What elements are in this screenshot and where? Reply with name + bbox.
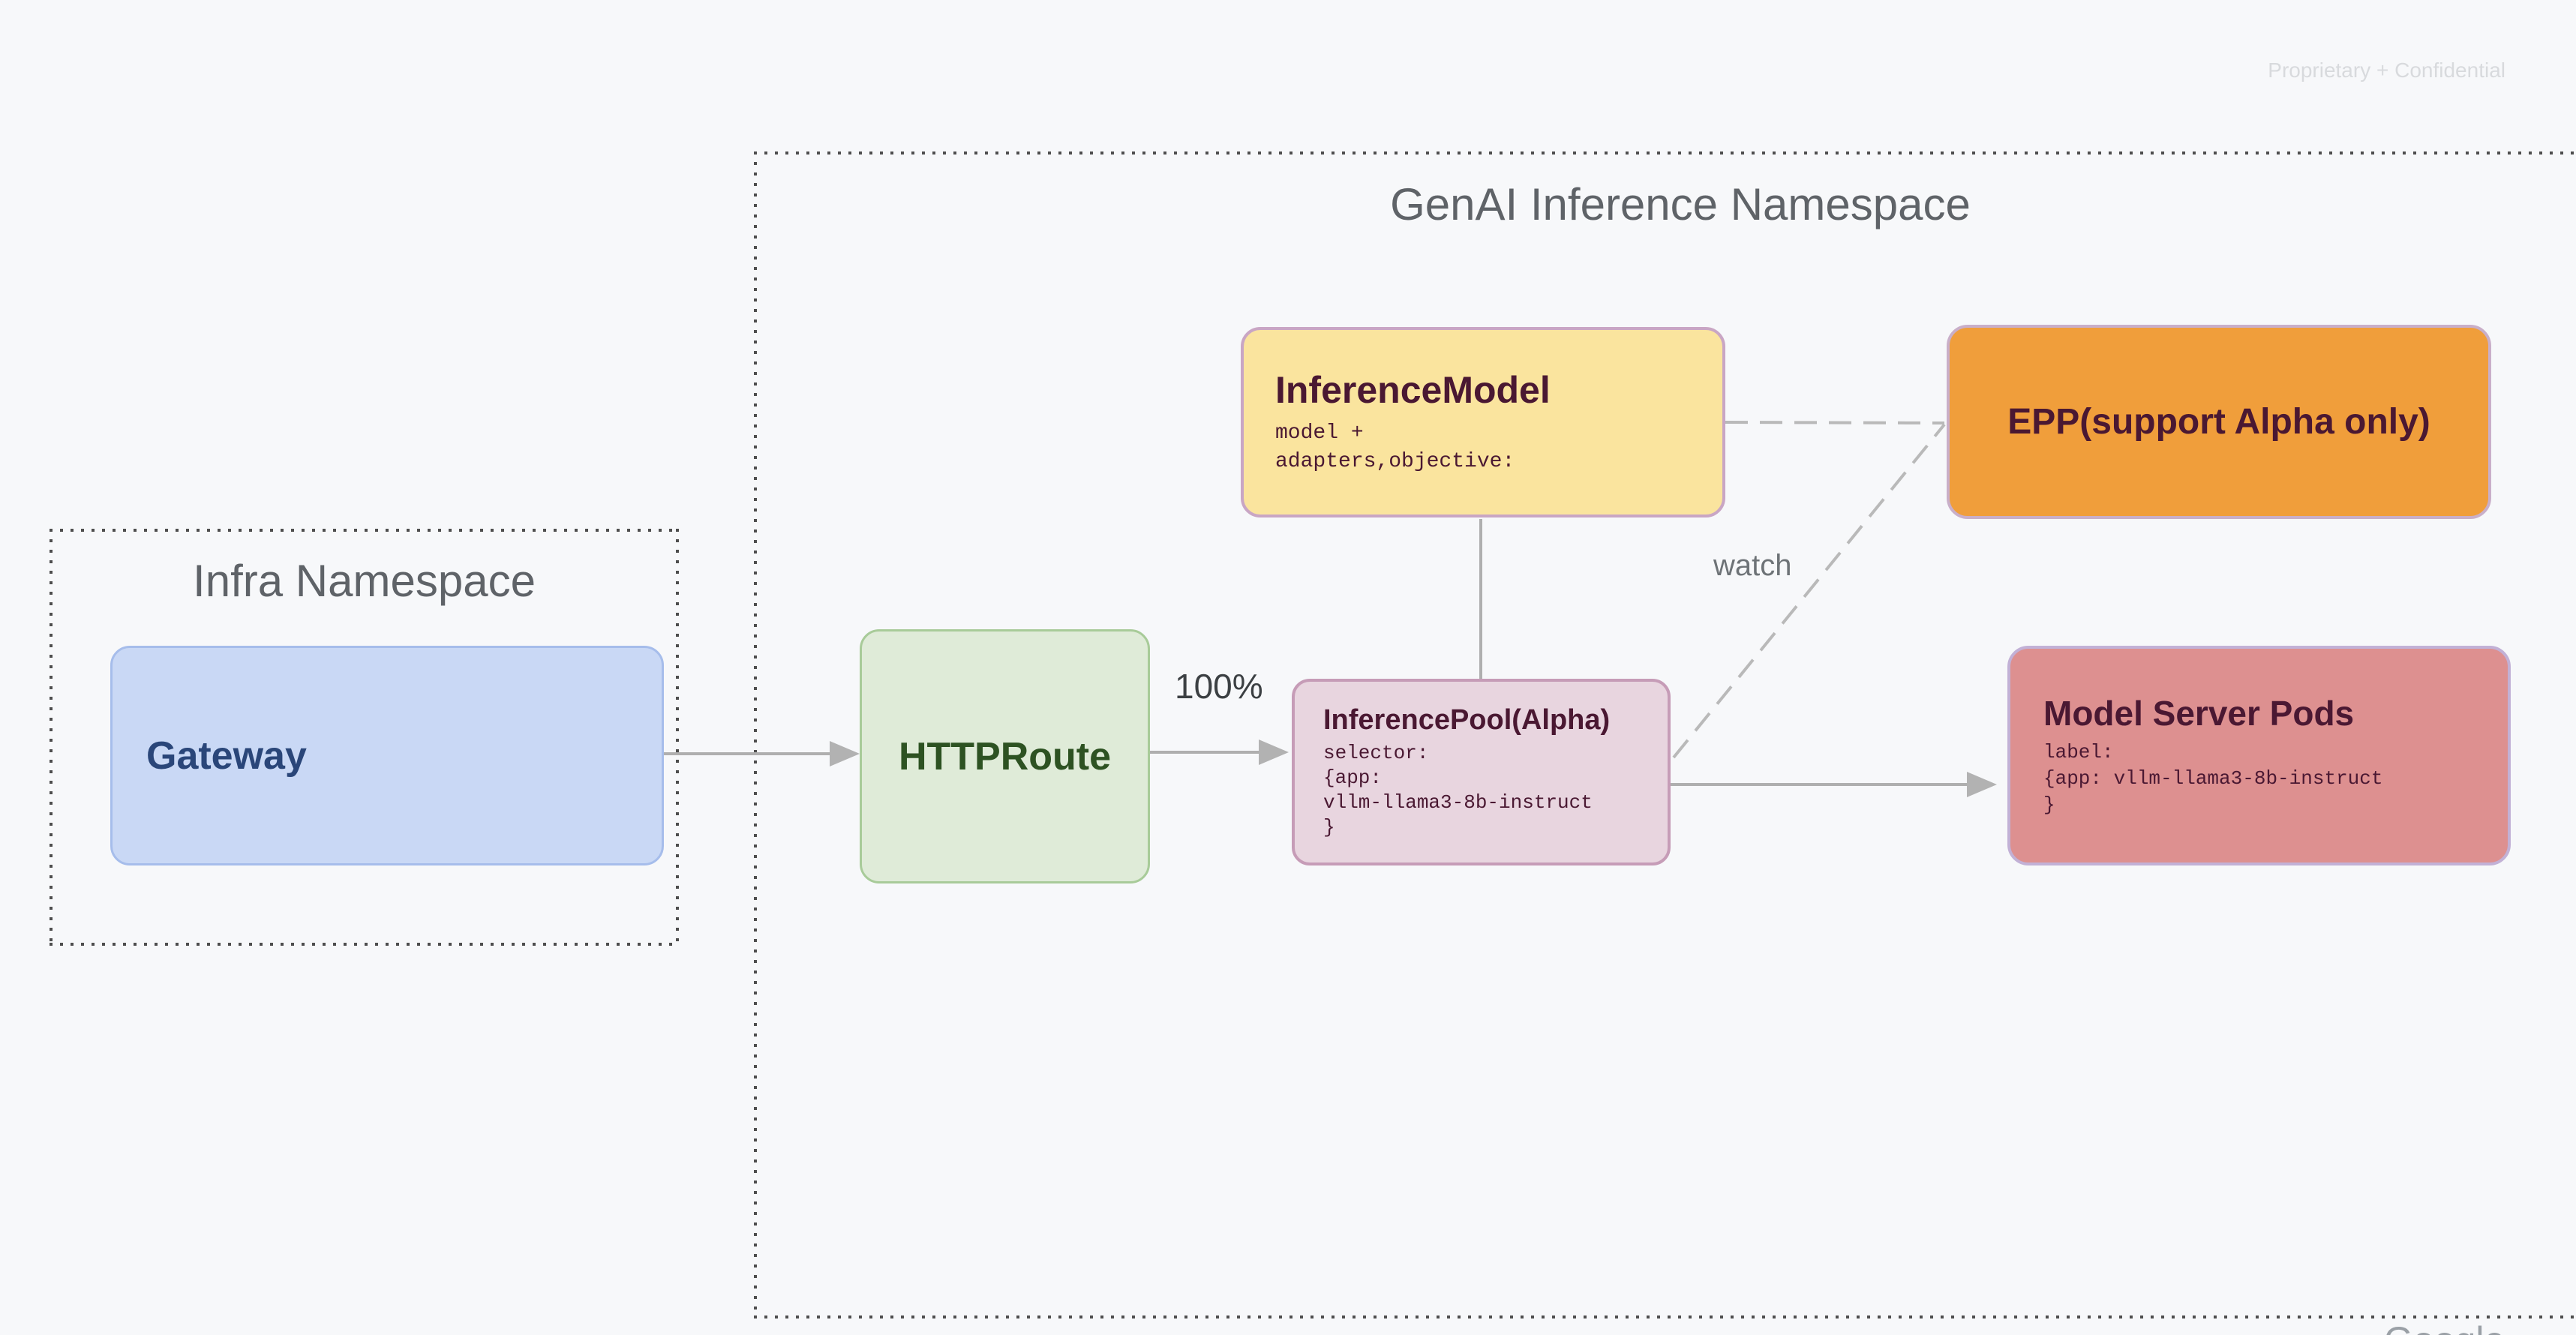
- route-weight-label: 100%: [1175, 667, 1263, 706]
- google-watermark: Google: [2384, 1322, 2505, 1335]
- inference-model-title: InferenceModel: [1275, 369, 1551, 411]
- inference-pool-code-line: }: [1323, 816, 1335, 838]
- httproute-node: HTTPRoute: [860, 629, 1150, 884]
- inference-pool-title: InferencePool(Alpha): [1323, 704, 1611, 736]
- inference-pool-node: InferencePool(Alpha) selector: {app: vll…: [1292, 679, 1671, 866]
- inference-pool-code-line: {app:: [1323, 766, 1383, 789]
- inference-pool-code-line: selector:: [1323, 742, 1429, 764]
- infra-namespace-title: Infra Namespace: [193, 556, 536, 606]
- epp-label: EPP(support Alpha only): [2007, 402, 2430, 442]
- epp-node: EPP(support Alpha only): [1947, 325, 2491, 519]
- confidential-watermark: Proprietary + Confidential: [2268, 58, 2505, 82]
- gateway-node: Gateway: [110, 646, 664, 866]
- model-server-pods-title: Model Server Pods: [2043, 694, 2355, 733]
- httproute-label: HTTPRoute: [898, 734, 1112, 778]
- inference-model-node: InferenceModel model + adapters,objectiv…: [1241, 327, 1725, 518]
- model-server-pods-code-line: label:: [2043, 741, 2114, 764]
- genai-inference-namespace-title: GenAI Inference Namespace: [1390, 179, 1971, 230]
- watch-label: watch: [1713, 549, 1792, 582]
- inference-pool-code-line: vllm-llama3-8b-instruct: [1323, 791, 1593, 814]
- model-server-pods-node: Model Server Pods label: {app: vllm-llam…: [2007, 646, 2511, 866]
- inference-model-code-line: model +: [1275, 422, 1364, 445]
- model-server-pods-code-line: }: [2043, 794, 2055, 816]
- inference-model-code-line: adapters,objective:: [1275, 450, 1515, 473]
- gateway-label: Gateway: [146, 734, 307, 778]
- model-server-pods-code-line: {app: vllm-llama3-8b-instruct: [2043, 767, 2383, 790]
